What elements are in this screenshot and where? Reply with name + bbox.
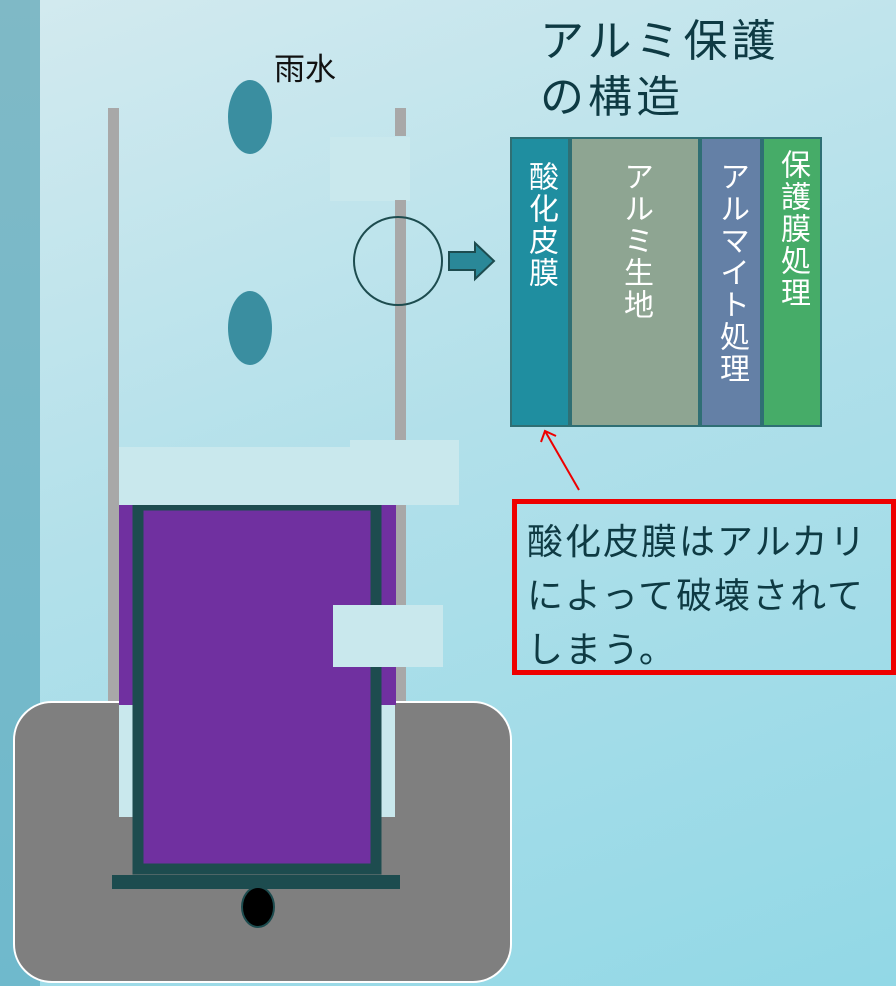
layer-oxide-film: 酸化皮膜 [510,137,570,427]
layer-aluminum-base: アルミ生地 [570,137,700,427]
layer-oxide-film-label: 酸化皮膜 [523,161,558,289]
rain-drop-upper [228,80,272,154]
callout-pointer-head [540,429,557,443]
structure-title: アルミ保護 の構造 [540,16,780,123]
right-pole-upper [395,108,406,136]
callout-pointer [544,430,580,491]
panel-right-gap [379,705,395,817]
layer-protective-coating-label: 保護膜処理 [775,149,810,309]
rain-drop-lower [228,291,272,365]
layer-anodizing-label: アルマイト処理 [714,161,749,385]
panel-bar [119,447,459,505]
left-pole [108,108,119,830]
rain-label: 雨水 [274,52,336,88]
right-pole [395,200,406,830]
panel-side [333,605,443,667]
layer-protective-coating: 保護膜処理 [762,137,822,427]
right-arrow-icon [448,240,496,282]
layer-anodizing: アルマイト処理 [700,137,762,427]
bottom-frame-bar [112,875,400,889]
bottom-bolt [241,886,275,928]
purple-inner [132,499,382,875]
panel-left-gap [119,705,133,817]
magnify-circle [353,216,443,306]
callout-box: 酸化皮膜はアルカリによって破壊されてしまう。 [512,499,896,675]
panel-bar-tab [350,440,459,450]
panel-top [330,137,410,201]
layer-stack: 酸化皮膜 アルミ生地 アルマイト処理 保護膜処理 [510,137,822,427]
layer-aluminum-base-label: アルミ生地 [618,161,653,321]
